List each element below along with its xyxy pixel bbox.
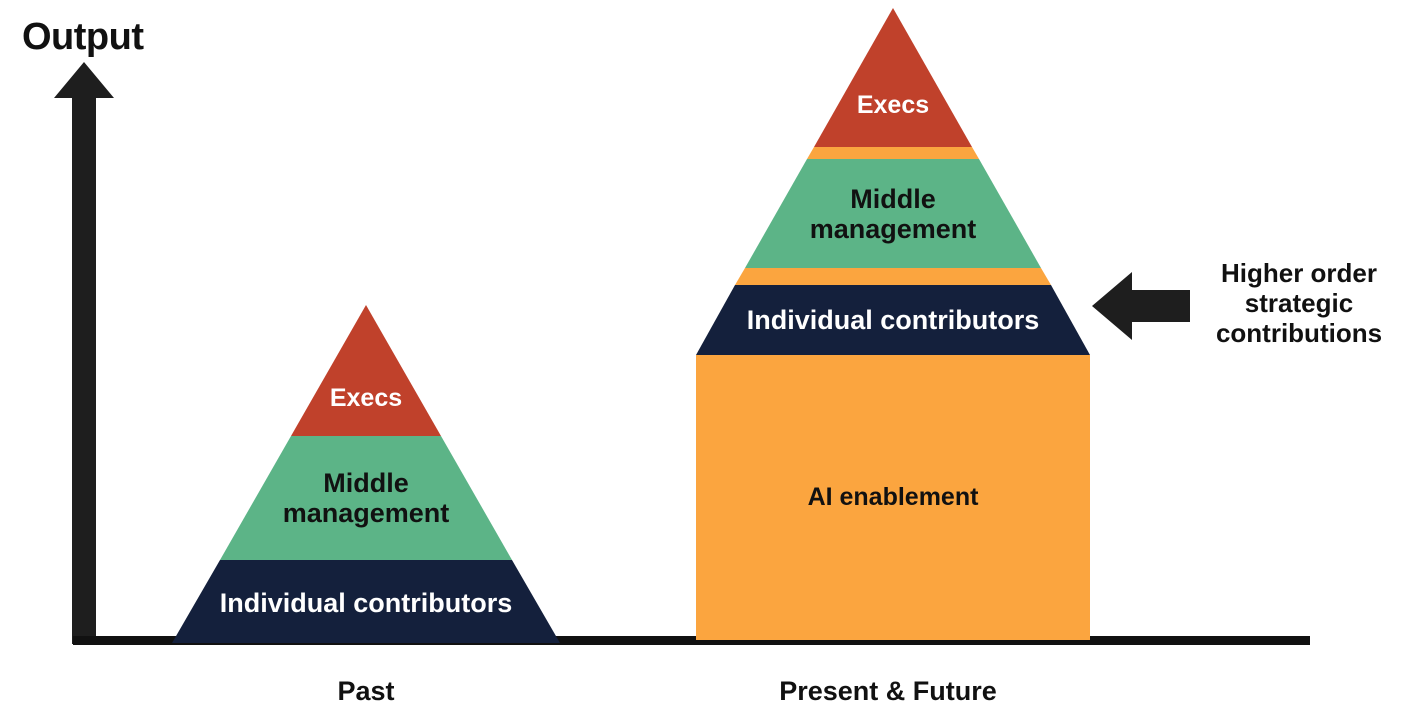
future-label-middle-management: Middle management [809,183,977,244]
future-pyramid [688,0,1100,360]
category-label-present-future: Present & Future [779,676,997,706]
future-segment-execs [814,8,972,147]
past-segment-execs [291,305,441,436]
callout-line-3: contributions [1215,318,1383,349]
future-segment-individual-contributors [696,285,1090,355]
x-axis-line [73,636,1310,645]
category-label-past: Past [337,676,395,706]
callout-arrow [1092,270,1190,342]
up-arrow-icon [54,62,114,644]
past-segment-middle-management [220,436,512,560]
left-arrow-icon [1092,272,1190,340]
future-divider-stripe-2 [735,268,1051,285]
callout-text: Higher order strategic contributions [1196,258,1402,348]
future-pyramid-shape [696,8,1090,355]
past-label-execs: Execs [329,384,403,412]
past-segment-individual-contributors [172,560,560,643]
past-pyramid-shape [172,305,560,643]
future-segment-middle-management [745,159,1041,268]
past-pyramid [160,295,580,650]
past-label-middle-management: Middle management [282,467,450,528]
future-divider-stripe-1 [807,147,979,159]
y-axis-title: Output [22,16,144,58]
future-label-individual-contributors: Individual contributors [746,304,1040,335]
past-label-individual-contributors: Individual contributors [219,587,513,618]
callout-line-2: strategic [1244,288,1354,319]
callout-line-1: Higher order [1220,258,1378,288]
y-axis-arrow [52,62,116,644]
ai-enablement-block: AI enablement [696,355,1090,640]
future-label-execs: Execs [856,91,930,119]
